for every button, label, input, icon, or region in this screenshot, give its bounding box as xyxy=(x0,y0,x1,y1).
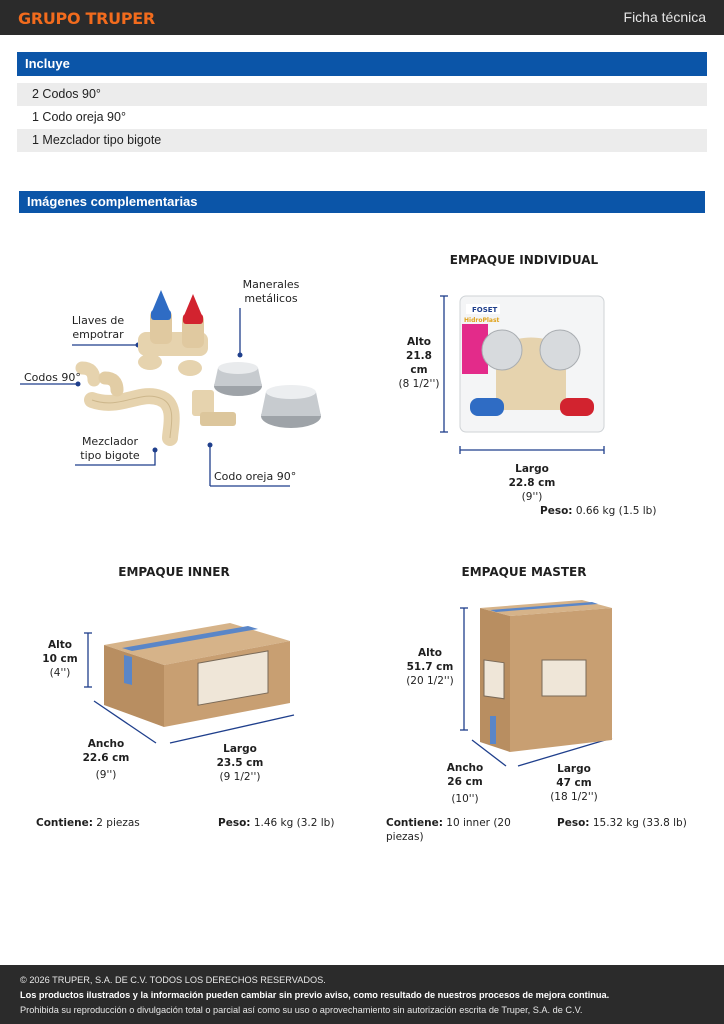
callout-codo-oreja: Codo oreja 90° xyxy=(214,470,297,483)
pkg-brand-text: FOSET xyxy=(472,306,498,314)
callout-codos: Codos 90° xyxy=(24,371,81,384)
footer: © 2026 TRUPER, S.A. DE C.V. TODOS LOS DE… xyxy=(0,965,724,1024)
individual-largo-dim: Largo 22.8 cm (9'') xyxy=(508,463,556,503)
inner-contiene: Contiene: 2 piezas xyxy=(36,817,140,829)
individual-package-illustration: FOSET HidroPlast xyxy=(440,295,605,454)
inner-ancho-dim: Ancho 22.6 cm (9'') xyxy=(82,738,130,781)
master-peso: Peso: 15.32 kg (33.8 lb) xyxy=(557,817,687,829)
inner-largo-dim: Largo 23.5 cm (9 1/2'') xyxy=(216,743,264,783)
inner-title: EMPAQUE INNER xyxy=(118,565,230,579)
master-ancho-dim: Ancho 26 cm (10'') xyxy=(446,762,484,805)
inner-box-illustration xyxy=(84,623,295,744)
list-item: 1 Mezclador tipo bigote xyxy=(17,129,707,152)
inner-peso: Peso: 1.46 kg (3.2 lb) xyxy=(218,817,335,829)
master-box-illustration xyxy=(460,600,613,767)
pkg-line-text: HidroPlast xyxy=(464,317,500,324)
master-alto-dim: Alto 51.7 cm (20 1/2'') xyxy=(406,647,454,687)
brand-logo: GRUPO TRUPER xyxy=(18,9,155,28)
individual-title: EMPAQUE INDIVIDUAL xyxy=(449,253,599,267)
list-item: 1 Codo oreja 90° xyxy=(32,110,126,124)
individual-peso: Peso: 0.66 kg (1.5 lb) xyxy=(540,505,657,517)
images-section-title: Imágenes complementarias xyxy=(19,191,705,213)
master-largo-dim: Largo 47 cm (18 1/2'') xyxy=(550,763,598,803)
footer-copyright: © 2026 TRUPER, S.A. DE C.V. TODOS LOS DE… xyxy=(20,975,326,985)
individual-alto-dim: Alto 21.8 cm (8 1/2'') xyxy=(398,336,440,390)
footer-notice: Los productos ilustrados y la informació… xyxy=(20,990,610,1000)
inner-alto-dim: Alto 10 cm (4'') xyxy=(42,639,78,679)
master-title: EMPAQUE MASTER xyxy=(461,565,587,579)
footer-legal: Prohibida su reproducción o divulgación … xyxy=(20,1005,583,1015)
product-illustration xyxy=(20,290,321,487)
master-contiene: Contiene: 10 inner (20 piezas) xyxy=(386,817,511,843)
includes-section-title: Incluye xyxy=(17,52,707,76)
top-bar: GRUPO TRUPER Ficha técnica xyxy=(0,0,724,35)
doc-type-label: Ficha técnica xyxy=(623,9,706,25)
list-item: 2 Codos 90° xyxy=(17,83,707,106)
